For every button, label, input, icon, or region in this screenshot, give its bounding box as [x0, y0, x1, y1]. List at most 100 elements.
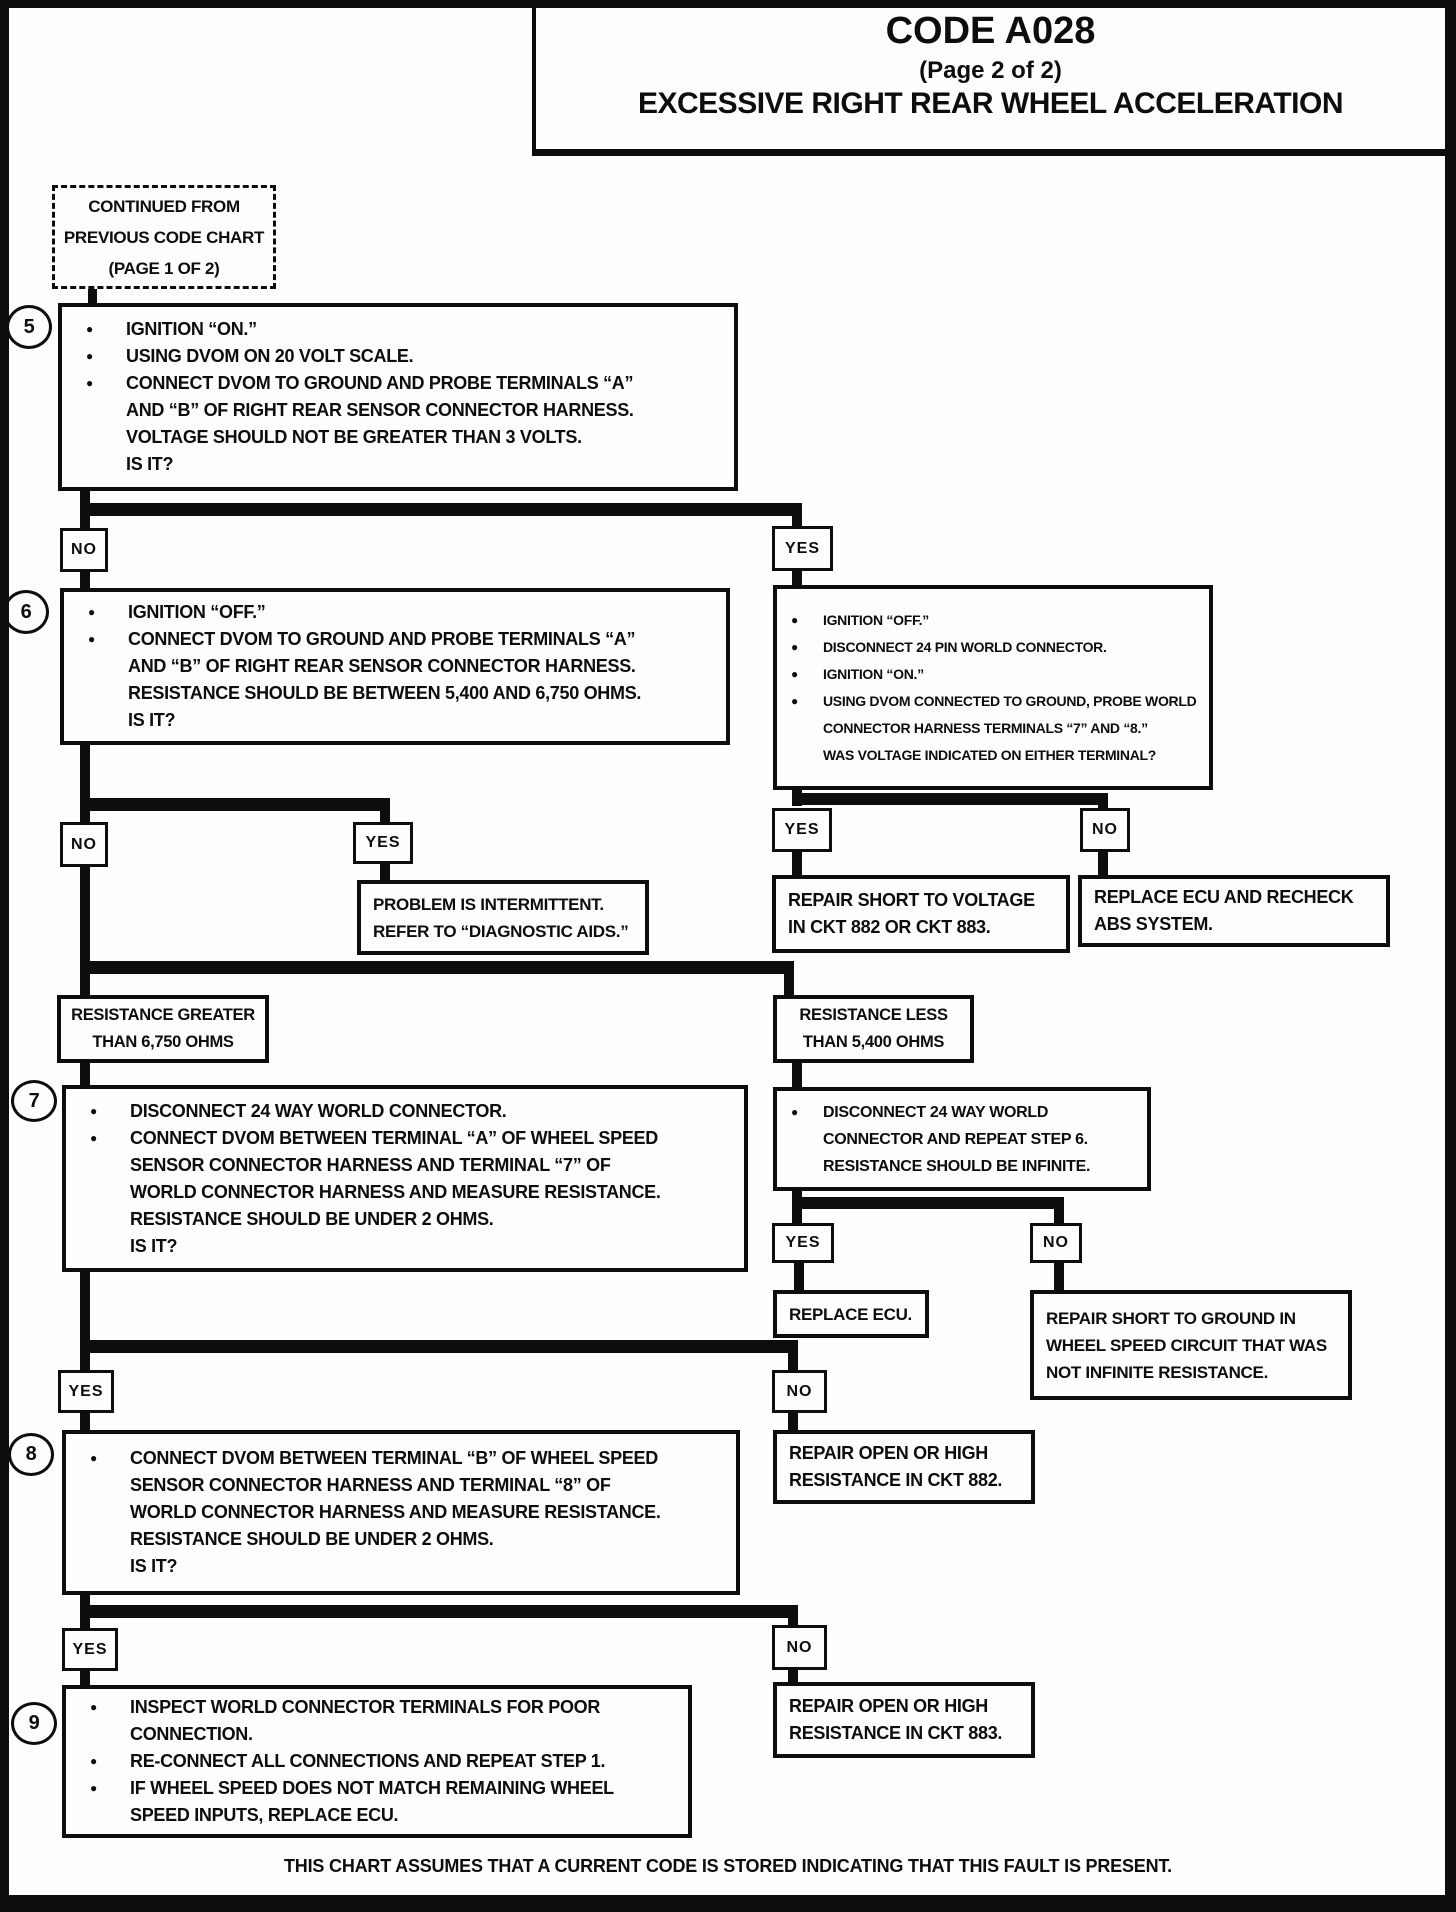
repair-ckt883-box-line: REPAIR OPEN OR HIGH [789, 1696, 988, 1716]
decision-resistance-yes: YES [353, 822, 413, 864]
connector-line [794, 1261, 804, 1292]
connector-line [80, 1593, 90, 1609]
connector-line [80, 514, 90, 530]
step-9-box-line: INSPECT WORLD CONNECTOR TERMINALS FOR PO… [66, 1694, 688, 1721]
decision-infinite-no: NO [1030, 1223, 1082, 1263]
problem-intermittent-box-line: PROBLEM IS INTERMITTENT. [373, 894, 604, 914]
continued-from-note-line: (PAGE 1 OF 2) [108, 258, 220, 278]
connector-line [1054, 1207, 1064, 1225]
step-9-circle: 9 [11, 1702, 57, 1745]
connector-line [792, 1188, 802, 1200]
world-connector-check-box-line: DISCONNECT 24 PIN WORLD CONNECTOR. [777, 634, 1209, 661]
connector-line [792, 793, 1108, 805]
connector-line [80, 809, 90, 824]
repair-short-voltage-box-line: REPAIR SHORT TO VOLTAGE [788, 890, 1035, 910]
step-6-box-line: IS IT? [128, 710, 176, 730]
problem-intermittent-box: PROBLEM IS INTERMITTENT. REFER TO “DIAGNO… [357, 880, 649, 955]
disconnect-repeat-step6-box-line: DISCONNECT 24 WAY WORLD [777, 1099, 1147, 1126]
replace-ecu-recheck-box-line: ABS SYSTEM. [1094, 914, 1213, 934]
connector-line [788, 1351, 798, 1372]
step-6-box-line: AND “B” OF RIGHT REAR SENSOR CONNECTOR H… [128, 656, 636, 676]
connector-line [80, 1340, 798, 1353]
connector-line [80, 1270, 90, 1344]
step-5-box: IGNITION “ON.”USING DVOM ON 20 VOLT SCAL… [58, 303, 738, 491]
connector-line [792, 1197, 1064, 1209]
step-5-box-line: IS IT? [126, 454, 174, 474]
replace-ecu-recheck-box-line: REPLACE ECU AND RECHECK [1094, 887, 1354, 907]
step-8-box-line: SENSOR CONNECTOR HARNESS AND TERMINAL “8… [130, 1475, 611, 1495]
page-title-subtitle: EXCESSIVE RIGHT REAR WHEEL ACCELERATION [637, 87, 1344, 120]
step-5-box-line: AND “B” OF RIGHT REAR SENSOR CONNECTOR H… [126, 400, 634, 420]
title-block: CODE A028 (Page 2 of 2) EXCESSIVE RIGHT … [532, 8, 1445, 156]
step-7-circle: 7 [11, 1080, 57, 1122]
world-connector-check-box-line: IGNITION “ON.” [777, 661, 1209, 688]
connector-line [80, 571, 90, 590]
repair-short-ground-box-line: REPAIR SHORT TO GROUND IN [1046, 1308, 1296, 1328]
connector-line [80, 1411, 90, 1432]
connector-line [792, 570, 802, 587]
connector-line [80, 961, 794, 974]
disconnect-repeat-step6-box-line: RESISTANCE SHOULD BE INFINITE. [823, 1157, 1091, 1175]
problem-intermittent-box-line: REFER TO “DIAGNOSTIC AIDS.” [373, 921, 629, 941]
connector-line [80, 865, 90, 997]
connector-line [80, 798, 390, 811]
connector-line [80, 1061, 90, 1087]
repair-ckt882-box-line: RESISTANCE IN CKT 882. [789, 1470, 1003, 1490]
decision-ckt883-yes: YES [62, 1628, 118, 1671]
step-7-box-line: RESISTANCE SHOULD BE UNDER 2 OHMS. [130, 1208, 494, 1229]
repair-ckt882-box-line: REPAIR OPEN OR HIGH [789, 1443, 988, 1463]
world-connector-check-box-line: USING DVOM CONNECTED TO GROUND, PROBE WO… [777, 688, 1209, 715]
step-8-circle: 8 [8, 1433, 54, 1476]
replace-ecu-recheck-box: REPLACE ECU AND RECHECK ABS SYSTEM. [1078, 875, 1390, 947]
step-6-circle: 6 [3, 590, 49, 634]
connector-line [380, 809, 390, 824]
connector-line [788, 1668, 798, 1684]
world-connector-check-box-line: CONNECTOR HARNESS TERMINALS “7” AND “8.” [823, 719, 1148, 736]
world-connector-check-box-line: IGNITION “OFF.” [777, 607, 1209, 634]
footer-note: THIS CHART ASSUMES THAT A CURRENT CODE I… [284, 1856, 1172, 1876]
resistance-greater-label: RESISTANCE GREATER THAN 6,750 OHMS [57, 995, 269, 1063]
connector-line [80, 1669, 90, 1687]
connector-line [788, 1411, 798, 1432]
connector-line [80, 1351, 90, 1372]
step-5-box-line: IGNITION “ON.” [62, 316, 734, 343]
step-7-box-line: SENSOR CONNECTOR HARNESS AND TERMINAL “7… [130, 1154, 611, 1175]
repair-short-ground-box-line: NOT INFINITE RESISTANCE. [1046, 1362, 1268, 1382]
resistance-less-label-line: RESISTANCE LESS [799, 1006, 948, 1024]
continued-from-note-line: CONTINUED FROM [88, 196, 240, 216]
repair-ckt882-box: REPAIR OPEN OR HIGH RESISTANCE IN CKT 882… [773, 1430, 1035, 1504]
step-5-box-line: VOLTAGE SHOULD NOT BE GREATER THAN 3 VOL… [126, 427, 582, 447]
page-title-code: CODE A028 [885, 10, 1096, 52]
repair-short-ground-box-line: WHEEL SPEED CIRCUIT THAT WAS [1046, 1335, 1327, 1355]
step-5-circle: 5 [6, 305, 52, 349]
connector-line [792, 1061, 802, 1089]
world-connector-check-box-line: WAS VOLTAGE INDICATED ON EITHER TERMINAL… [823, 746, 1157, 763]
decision-ckt882-no: NO [772, 1370, 827, 1413]
replace-ecu-box-line: REPLACE ECU. [789, 1304, 912, 1324]
decision-infinite-yes: YES [772, 1223, 834, 1263]
decision-voltage-yes: YES [772, 526, 833, 571]
connector-line [1098, 803, 1108, 810]
decision-world-voltage-no: NO [1080, 808, 1130, 852]
step-7-box-line: IS IT? [130, 1235, 178, 1256]
step-5-box-line: USING DVOM ON 20 VOLT SCALE. [62, 343, 734, 370]
step-5-box-line: CONNECT DVOM TO GROUND AND PROBE TERMINA… [62, 370, 734, 397]
step-6-box-line: RESISTANCE SHOULD BE BETWEEN 5,400 AND 6… [128, 683, 642, 703]
disconnect-repeat-step6-box: DISCONNECT 24 WAY WORLD CONNECTOR AND REP… [773, 1087, 1151, 1191]
disconnect-repeat-step6-box-line: CONNECTOR AND REPEAT STEP 6. [823, 1130, 1088, 1148]
step-6-box-line: IGNITION “OFF.” [64, 599, 726, 626]
step-9-box-line: SPEED INPUTS, REPLACE ECU. [130, 1805, 399, 1825]
connector-line [792, 850, 802, 877]
resistance-greater-label-line: THAN 6,750 OHMS [92, 1033, 234, 1051]
step-9-box: INSPECT WORLD CONNECTOR TERMINALS FOR PO… [62, 1685, 692, 1838]
connector-line [1098, 850, 1108, 877]
repair-short-ground-box: REPAIR SHORT TO GROUND IN WHEEL SPEED CIR… [1030, 1290, 1352, 1400]
decision-resistance-no: NO [60, 822, 108, 867]
step-8-box-line: WORLD CONNECTOR HARNESS AND MEASURE RESI… [130, 1502, 661, 1522]
step-8-box-line: IS IT? [130, 1556, 178, 1576]
connector-line [88, 288, 97, 304]
resistance-greater-label-line: RESISTANCE GREATER [71, 1006, 255, 1024]
connector-line [380, 860, 390, 882]
